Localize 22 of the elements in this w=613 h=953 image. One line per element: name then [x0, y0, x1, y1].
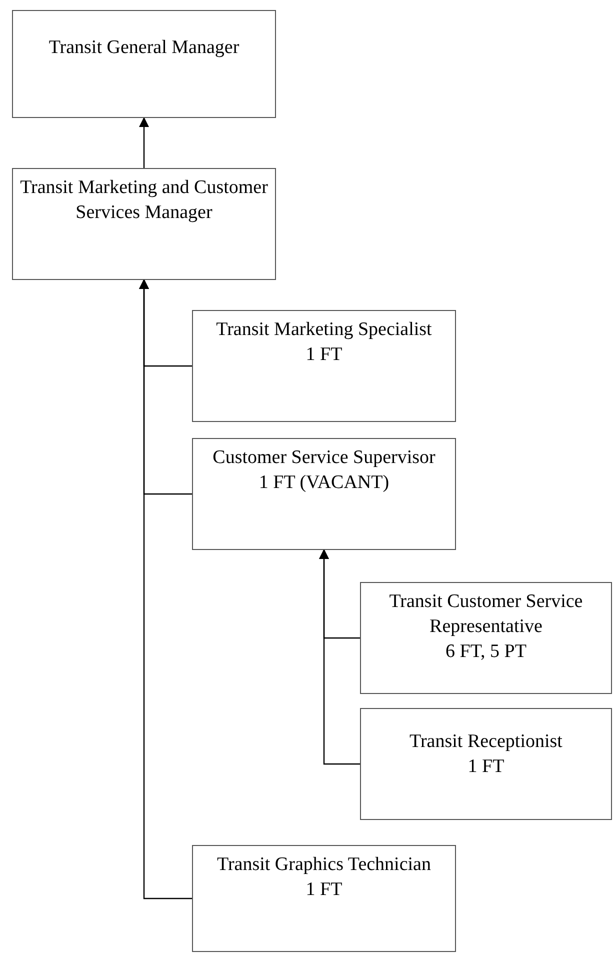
staff-count: 1 FT	[306, 343, 342, 367]
position-title: Transit General Manager	[48, 36, 240, 60]
position-title: Transit Marketing and Customer Services Manager	[19, 176, 269, 225]
position-box	[12, 168, 276, 280]
connector-arrow	[139, 279, 192, 900]
staff-count: 1 FT	[306, 878, 342, 902]
position-box	[360, 582, 612, 694]
connector-arrow	[319, 549, 360, 765]
position-box	[192, 438, 456, 550]
staff-count: 1 FT	[468, 755, 504, 779]
staff-count: 6 FT, 5 PT	[446, 640, 526, 664]
position-box	[360, 708, 612, 820]
staff-count: 1 FT (VACANT)	[258, 471, 390, 495]
position-box	[192, 845, 456, 952]
position-title: Customer Service Supervisor	[212, 446, 436, 470]
position-box	[192, 310, 456, 422]
position-title: Transit Graphics Technician	[217, 853, 431, 877]
position-box	[12, 10, 276, 118]
position-title: Transit Marketing Specialist	[216, 318, 432, 342]
connector-arrow	[139, 117, 149, 168]
position-title: Transit Customer Service Representative	[388, 590, 584, 639]
position-title: Transit Receptionist	[410, 730, 562, 754]
